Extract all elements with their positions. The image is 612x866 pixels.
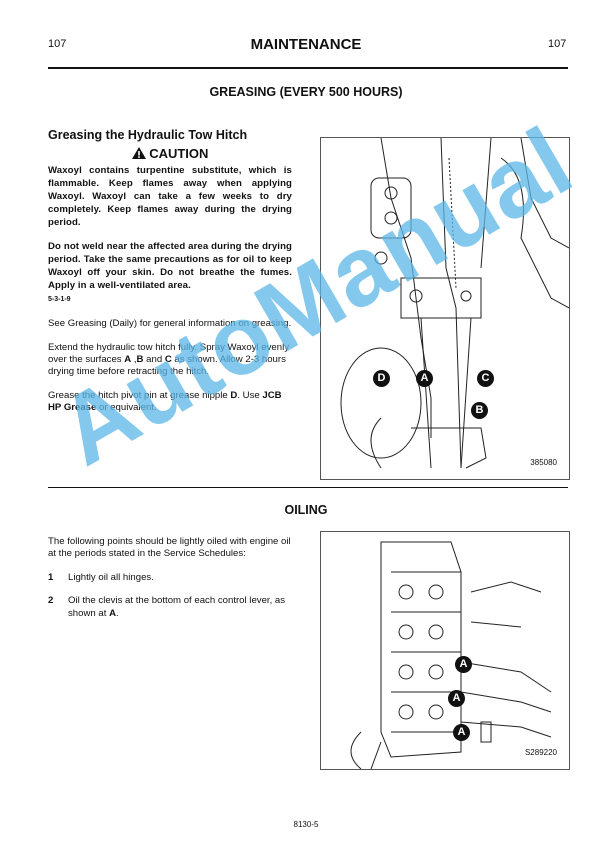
subsection-title: Greasing the Hydraulic Tow Hitch xyxy=(48,128,248,142)
page-number-right: 107 xyxy=(548,38,567,50)
greasing-text-column: Greasing the Hydraulic Tow Hitch CAUTION… xyxy=(48,129,292,426)
caution-paragraph-1: Waxoyl contains turpentine substitute, w… xyxy=(48,164,292,228)
oiling-intro: The following points should be lightly o… xyxy=(48,536,291,560)
reference-code: 5-3-1-9 xyxy=(48,295,71,303)
tow-hitch-illustration xyxy=(340,137,570,469)
page-title: MAINTENANCE xyxy=(250,36,362,53)
oiling-section-title: OILING xyxy=(284,503,328,517)
greasing-paragraph-1: See Greasing (Daily) for general informa… xyxy=(48,318,292,330)
oiling-text-column: The following points should be lightly o… xyxy=(48,536,292,631)
callout-c: C xyxy=(477,368,494,387)
page-number-left: 107 xyxy=(48,38,67,50)
figure-number: 385080 xyxy=(530,458,557,467)
footer-code: 8130-5 xyxy=(293,820,319,829)
header-rule xyxy=(48,67,568,69)
figure-number: S289220 xyxy=(524,748,557,757)
greasing-paragraph-3: Grease the hitch pivot pin at grease nip… xyxy=(48,389,282,414)
caution-heading: CAUTION xyxy=(48,147,292,160)
greasing-paragraph-2: Extend the hydraulic tow hitch fully. Sp… xyxy=(48,341,290,378)
callout-a: A xyxy=(453,722,470,741)
callout-b: B xyxy=(471,400,488,419)
callout-d: D xyxy=(373,368,390,387)
control-valve-illustration xyxy=(350,541,552,770)
callout-a: A xyxy=(416,368,433,387)
tow-hitch-figure: D A C B 385080 xyxy=(320,137,570,480)
caution-label: CAUTION xyxy=(149,146,209,162)
callout-a: A xyxy=(455,654,472,673)
greasing-section-title: GREASING (EVERY 500 HOURS) xyxy=(209,85,403,99)
section-divider xyxy=(48,487,568,488)
warning-icon xyxy=(131,147,146,160)
caution-paragraph-2: Do not weld near the affected area durin… xyxy=(48,240,292,291)
callout-a: A xyxy=(448,688,465,707)
control-valve-figure: A A A S289220 xyxy=(320,531,570,770)
